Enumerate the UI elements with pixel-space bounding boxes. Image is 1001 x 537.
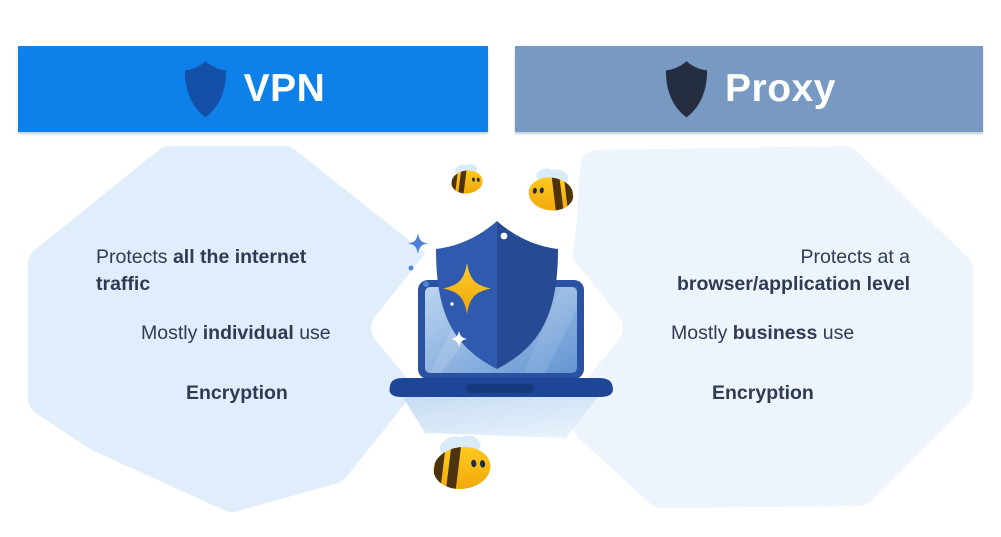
feature-text-bold: all the internet traffic (96, 246, 307, 295)
star-icon (443, 263, 491, 314)
feature-text-bold: business (732, 322, 818, 344)
proxy-title: Proxy (725, 66, 836, 110)
feature-text: Mostly (671, 322, 733, 344)
laptop-base (389, 378, 613, 397)
feature-text: use (817, 322, 855, 344)
vpn-feature-use: Mostly individual use (141, 320, 331, 347)
feature-text: Mostly (141, 322, 203, 344)
feature-text-bold: individual (202, 322, 294, 344)
feature-text-bold: Encryption (712, 382, 814, 404)
feature-text: Protects (96, 246, 173, 268)
vpn-header-banner: VPN (18, 46, 488, 132)
shield-with-star-icon (436, 221, 558, 369)
proxy-feature-protection: Protects at a browser/application level (658, 244, 910, 298)
proxy-header-banner: Proxy (515, 46, 983, 132)
feature-text: Protects at a (800, 246, 910, 268)
laptop-shadow (403, 397, 598, 438)
sparkle-icon (408, 233, 429, 287)
bee-icon (527, 166, 580, 215)
vpn-feature-encryption: Encryption (186, 380, 288, 407)
vpn-feature-protection: Protects all the internet traffic (96, 244, 328, 298)
feature-text-bold: Encryption (186, 382, 288, 404)
left-background-blob (28, 146, 438, 512)
proxy-feature-encryption: Encryption (712, 380, 814, 407)
proxy-feature-use: Mostly business use (671, 320, 854, 347)
vpn-shield-icon (184, 60, 226, 117)
vpn-title: VPN (243, 66, 326, 110)
proxy-shield-icon (665, 60, 708, 117)
feature-text-bold: browser/application level (677, 273, 910, 295)
feature-text: use (293, 322, 331, 344)
